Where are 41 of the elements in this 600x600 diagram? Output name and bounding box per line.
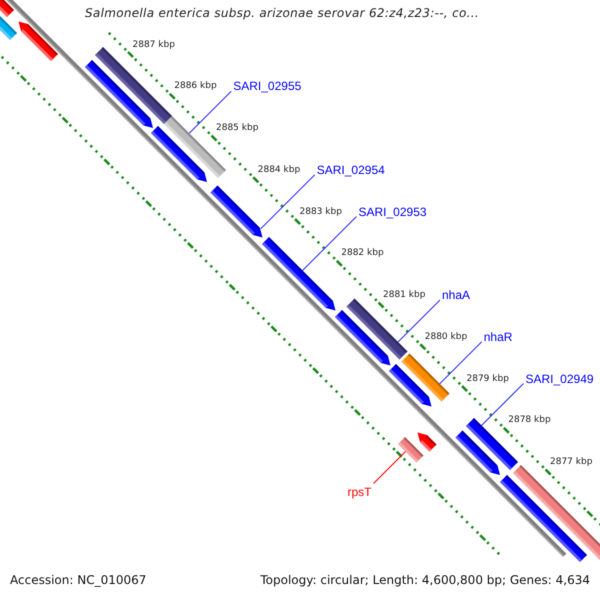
gene-block [18, 22, 58, 61]
position-label: 2881 kbp [383, 290, 426, 300]
gene-block [85, 60, 153, 128]
gene-block [151, 126, 207, 182]
gene-block [418, 432, 436, 452]
leader-line [439, 341, 482, 384]
gene-block [0, 0, 14, 17]
position-label: 2877 kbp [550, 457, 592, 467]
leader-line [260, 174, 316, 230]
gene-label: nhaR [484, 330, 512, 344]
gene-block [500, 475, 587, 562]
position-label: 2884 kbp [258, 164, 300, 175]
gene-label: SARI_02953 [358, 204, 427, 218]
position-label: 2878 kbp [508, 415, 551, 426]
gene-block [335, 310, 390, 366]
leader-line [398, 300, 440, 342]
position-label: 2883 kbp [300, 206, 342, 216]
gene-label: SARI_02949 [526, 372, 594, 386]
gene-block [210, 186, 262, 238]
gene-block [398, 437, 424, 462]
gene-block [0, 13, 17, 40]
position-label: 2885 kbp [216, 123, 258, 133]
gene-label: nhaA [442, 288, 470, 302]
position-label: 2882 kbp [341, 248, 384, 258]
leader-line [373, 451, 406, 484]
gene-label: SARI_02954 [316, 162, 385, 177]
gene-label: SARI_02955 [233, 79, 302, 94]
leader-line [188, 90, 232, 134]
map-title: Salmonella enterica subsp. arizonae serovar 62:z4,z23:--, co... [85, 6, 480, 20]
leader-line [481, 383, 524, 426]
gene-block [456, 430, 500, 475]
gene-block [262, 237, 336, 310]
accession-text: Accession: NC_010067 [10, 573, 146, 587]
position-label: 2880 kbp [424, 332, 468, 342]
position-label: 2887 kbp [132, 40, 175, 50]
gene-label: rpsT [348, 484, 372, 498]
gene-block [389, 364, 432, 406]
leader-line [302, 216, 357, 271]
position-label: 2886 kbp [174, 81, 217, 92]
genome-stats-text: Topology: circular; Length: 4,600,800 bp; Genes: 4,634 [260, 573, 590, 587]
position-label: 2879 kbp [466, 374, 509, 384]
